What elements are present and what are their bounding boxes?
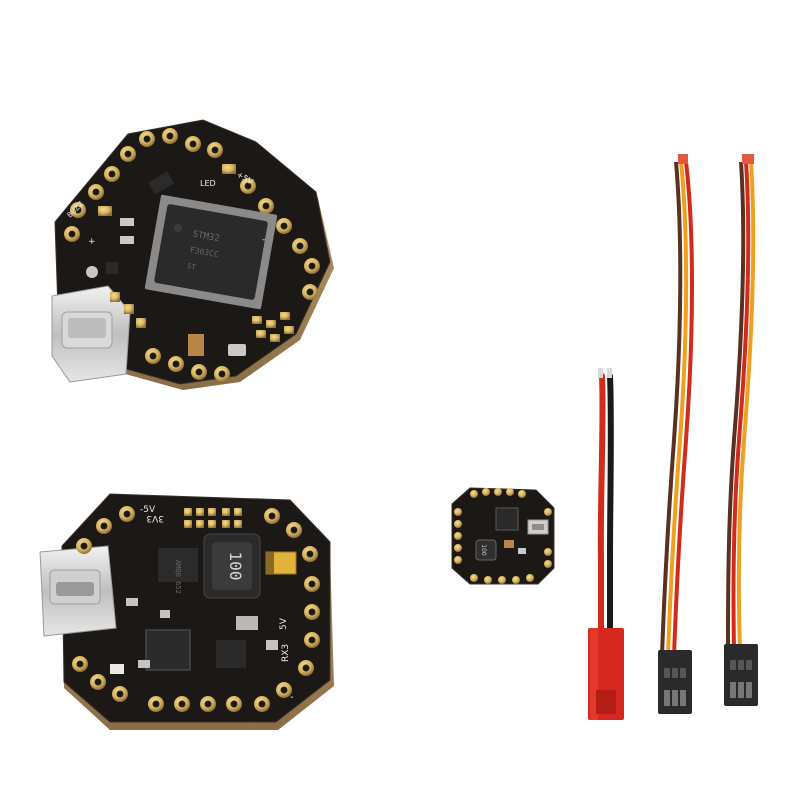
usb-connector-top — [51, 285, 131, 383]
inductor-100: 100 — [203, 533, 261, 599]
inductor-marking-small: 100 — [480, 544, 487, 556]
top-flight-controller-board: STM32 F303CC ST +5V LED BUZZ + - — [51, 119, 334, 390]
silk-label-bottom-2: 3V3 — [146, 513, 164, 523]
power-lead-jst — [588, 368, 624, 720]
svg-text:ST: ST — [186, 262, 196, 271]
silk-label-top-2: LED — [200, 179, 216, 188]
small-assembled-board: 100 — [451, 487, 555, 585]
jst-connector — [588, 628, 624, 720]
mcu-chip: STM32 F303CC ST — [144, 194, 278, 310]
servo-lead-1 — [658, 154, 694, 714]
bottom-board-smd-pads — [184, 508, 242, 528]
servo-header-1 — [658, 650, 692, 714]
silk-label-bottom-3: 5V — [279, 617, 289, 630]
ic-marking: AMQG 652 — [174, 560, 182, 594]
silk-label-bottom-1: -5V — [140, 505, 156, 515]
svg-text:STM32: STM32 — [192, 230, 220, 245]
servo-header-2 — [724, 644, 758, 706]
small-board-pads — [454, 488, 552, 584]
top-board-pads — [64, 128, 320, 382]
silk-label-bottom-5: - — [290, 692, 294, 703]
usb-connector-bottom — [39, 545, 117, 637]
top-board-smd-pads — [252, 312, 294, 342]
bottom-board-pads — [72, 506, 320, 712]
inductor-marking-bottom: 100 — [226, 552, 245, 581]
silk-label-bottom-4: RX3 — [281, 644, 291, 662]
bottom-power-board: 100 AMQG 652 -5V 3V3 5V RX3 - — [39, 493, 334, 730]
servo-lead-2 — [724, 154, 758, 706]
silk-label-top-4: + — [88, 237, 96, 247]
silk-label-top-5: - — [262, 235, 265, 245]
regulator-ic: AMQG 652 — [158, 548, 198, 594]
